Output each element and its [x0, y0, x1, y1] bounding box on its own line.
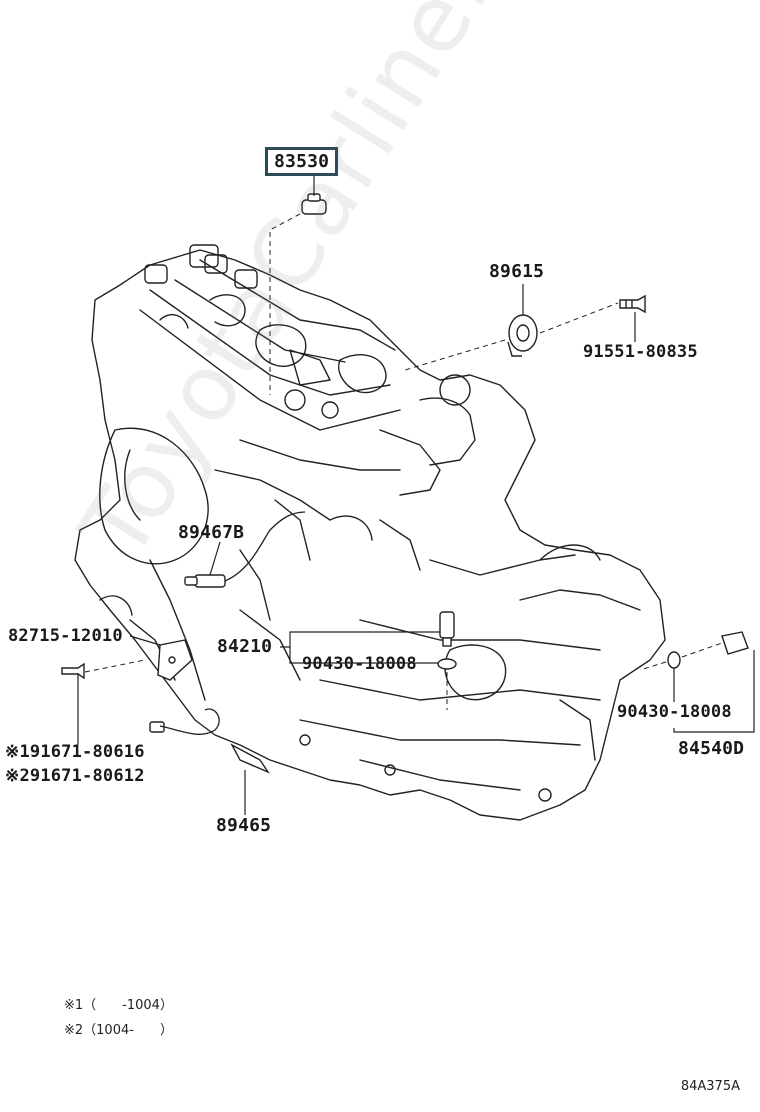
diagram-code: 84A375A	[680, 1079, 740, 1094]
part-89465-sensor	[230, 743, 270, 774]
engine-outline	[74, 249, 666, 821]
part-90430-gasket-a	[437, 658, 457, 670]
part-label-83530[interactable]: 83530	[265, 147, 339, 176]
part-84210-switch	[439, 611, 455, 639]
part-84540d-switch	[721, 631, 749, 655]
part-90430-gasket-b	[667, 651, 681, 669]
part-label-84540d[interactable]: 84540D	[678, 738, 745, 759]
part-label-84210[interactable]: 84210	[217, 636, 273, 657]
part-89467b-sensor	[194, 574, 226, 588]
note-range-1: ※1（ -1004）	[64, 998, 173, 1013]
part-label-91671-80616[interactable]: ※191671-80616	[5, 742, 145, 762]
part-91671-bolt	[61, 662, 85, 680]
part-label-91671-80612[interactable]: ※291671-80612	[5, 766, 145, 786]
part-label-91551-80835[interactable]: 91551-80835	[583, 342, 698, 362]
part-label-89615[interactable]: 89615	[489, 261, 545, 282]
part-83530-switch	[301, 199, 327, 215]
part-label-89467b[interactable]: 89467B	[178, 522, 245, 543]
part-label-82715-12010[interactable]: 82715-12010	[8, 626, 123, 646]
part-label-89465[interactable]: 89465	[216, 815, 272, 836]
note-range-2: ※2（1004- ）	[64, 1023, 173, 1038]
part-label-90430-18008-left[interactable]: 90430-18008	[302, 654, 417, 674]
part-label-90430-18008-right[interactable]: 90430-18008	[617, 702, 732, 722]
